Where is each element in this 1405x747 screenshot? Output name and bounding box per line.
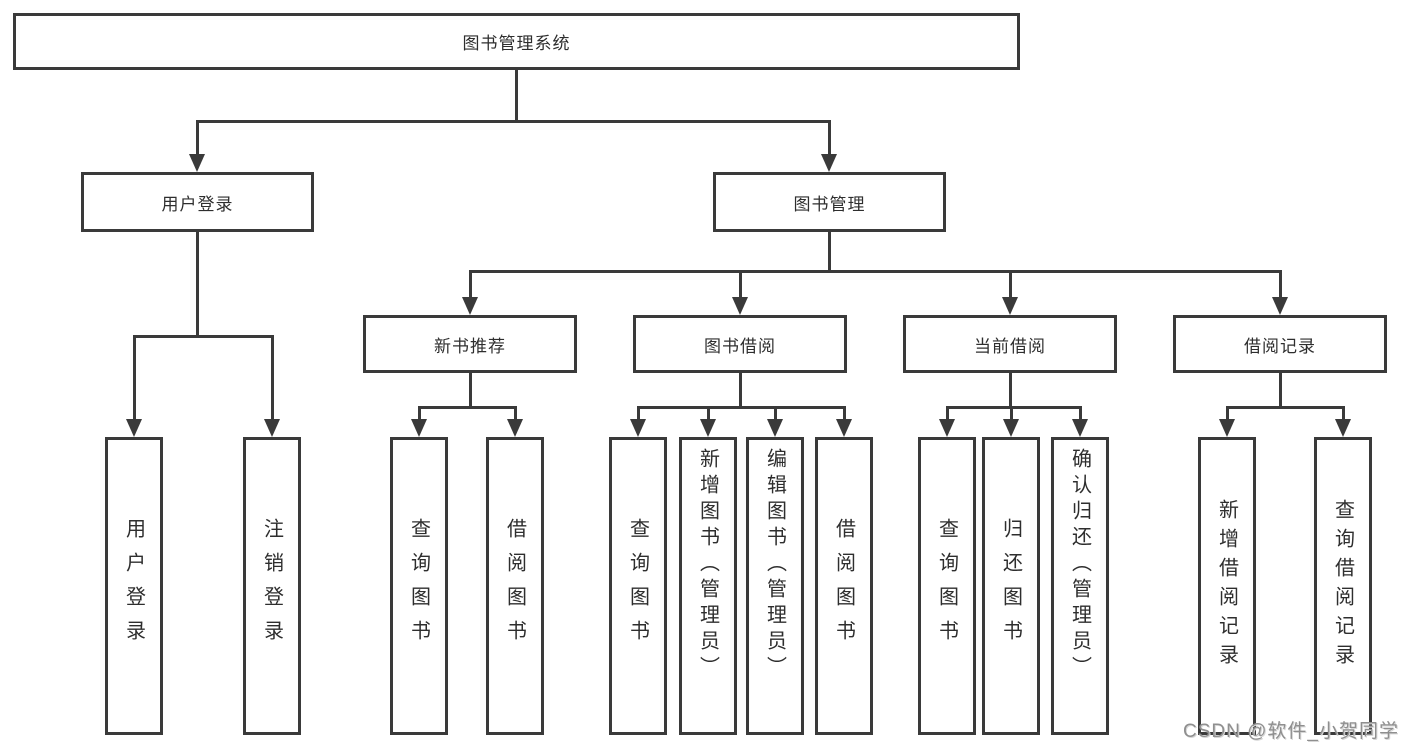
connector-line [196,120,831,123]
connector-line [1341,406,1345,422]
node-new-book-recommend-label: 新书推荐 [434,336,506,356]
leaf-query-book-recommend-label: 查询图书 [407,518,430,654]
leaf-confirm-return-admin: 确认归还（管理员） [1051,437,1109,735]
node-book-management: 图书管理 [713,172,946,232]
leaf-add-book-admin: 新增图书（管理员） [679,437,737,735]
arrowhead-icon [507,419,523,437]
connector-line [945,406,1082,409]
arrowhead-icon [630,419,646,437]
arrowhead-icon [767,419,783,437]
leaf-user-login-label: 用户登录 [122,518,145,654]
arrowhead-icon [462,297,478,315]
node-root-label: 图书管理系统 [462,34,571,53]
connector-line [1078,406,1082,422]
connector-line [515,70,518,123]
connector-line [842,406,846,422]
node-user-login: 用户登录 [81,172,314,232]
connector-line [773,406,777,422]
leaf-borrow-book-label: 借阅图书 [832,518,855,654]
leaf-edit-book-admin-label: 编辑图书（管理员） [763,448,786,682]
leaf-return-book-label: 归还图书 [999,518,1022,654]
connector-line [1008,373,1012,409]
arrowhead-icon [700,419,716,437]
connector-line [1225,406,1345,409]
node-current-borrow: 当前借阅 [903,315,1117,373]
leaf-query-borrow-record: 查询借阅记录 [1314,437,1372,735]
arrowhead-icon [126,419,142,437]
node-new-book-recommend: 新书推荐 [363,315,577,373]
node-root: 图书管理系统 [13,13,1020,70]
node-borrow-records: 借阅记录 [1173,315,1387,373]
connector-line [468,270,1282,273]
arrowhead-icon [1272,297,1288,315]
leaf-query-borrow-record-label: 查询借阅记录 [1331,499,1354,673]
arrowhead-icon [189,154,205,172]
watermark: CSDN @软件_小贺同学 [1183,721,1399,742]
arrowhead-icon [1002,297,1018,315]
leaf-borrow-book: 借阅图书 [815,437,873,735]
arrowhead-icon [836,419,852,437]
connector-line [828,232,831,273]
leaf-borrow-book-recommend: 借阅图书 [486,437,544,735]
leaf-query-book-borrow-label: 查询图书 [626,518,649,654]
arrowhead-icon [732,297,748,315]
connector-line [270,335,274,421]
arrowhead-icon [1335,419,1351,437]
connector-line [706,406,710,422]
connector-line [468,373,472,409]
leaf-add-book-admin-label: 新增图书（管理员） [696,448,719,682]
connector-line [1278,373,1282,409]
leaf-logout-label: 注销登录 [260,518,283,654]
leaf-query-book-borrow: 查询图书 [609,437,667,735]
leaf-return-book: 归还图书 [982,437,1040,735]
connector-line [738,373,742,409]
connector-line [196,232,199,338]
leaf-user-login: 用户登录 [105,437,163,735]
leaf-logout: 注销登录 [243,437,301,735]
connector-line [417,406,421,422]
leaf-edit-book-admin: 编辑图书（管理员） [746,437,804,735]
node-book-borrow: 图书借阅 [633,315,847,373]
leaf-add-borrow-record-label: 新增借阅记录 [1215,499,1238,673]
node-book-borrow-label: 图书借阅 [704,336,776,356]
leaf-query-book-recommend: 查询图书 [390,437,448,735]
leaf-add-borrow-record: 新增借阅记录 [1198,437,1256,735]
connector-line [417,406,517,409]
arrowhead-icon [411,419,427,437]
connector-line [636,406,846,409]
connector-line [513,406,517,422]
node-book-management-label: 图书管理 [793,194,866,214]
connector-line [945,406,949,422]
arrowhead-icon [1072,419,1088,437]
connector-line [132,335,274,338]
connector-line [468,270,472,300]
leaf-borrow-book-recommend-label: 借阅图书 [503,518,526,654]
leaf-query-book-current: 查询图书 [918,437,976,735]
connector-line [1225,406,1229,422]
arrowhead-icon [821,154,837,172]
connector-line [196,120,199,156]
node-borrow-records-label: 借阅记录 [1244,336,1316,356]
connector-line [1009,406,1013,422]
node-user-login-label: 用户登录 [161,194,234,214]
connector-line [1008,270,1012,300]
connector-line [828,120,831,156]
node-current-borrow-label: 当前借阅 [974,336,1046,356]
arrowhead-icon [1003,419,1019,437]
connector-line [1278,270,1282,300]
connector-line [132,335,136,421]
connector-line [636,406,640,422]
connector-line [738,270,742,300]
leaf-query-book-current-label: 查询图书 [935,518,958,654]
arrowhead-icon [264,419,280,437]
leaf-confirm-return-admin-label: 确认归还（管理员） [1068,448,1091,682]
arrowhead-icon [939,419,955,437]
arrowhead-icon [1219,419,1235,437]
